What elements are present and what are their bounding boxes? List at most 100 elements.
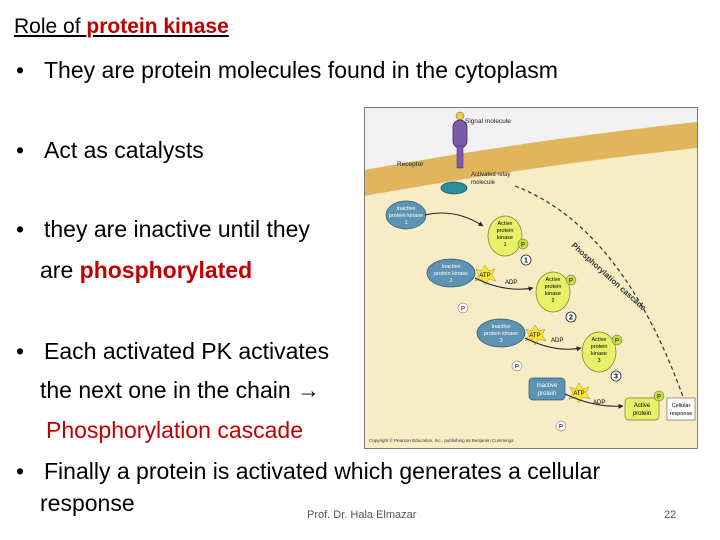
- step-3-marker: [610, 370, 622, 382]
- active-pk3-label-2: protein: [591, 344, 608, 350]
- receptor-label: Receptor: [397, 161, 424, 168]
- phosphate-shape: [517, 238, 529, 250]
- pi-label: P: [461, 307, 465, 313]
- active-protein-label-2: protein: [633, 411, 651, 417]
- bullet-text-2: Act as catalysts: [44, 137, 204, 163]
- active-protein-label-1: Active: [634, 403, 651, 409]
- step-1-label: 1: [524, 258, 528, 265]
- arrow-pk3: [524, 337, 582, 352]
- active-pk3-label-4: 3: [597, 358, 600, 364]
- adp-label-2: ADP: [551, 338, 563, 344]
- bullet-3-highlight: phosphorylated: [79, 257, 253, 283]
- arrow-pk2: [474, 277, 534, 292]
- active-pk2-shape: [535, 271, 571, 313]
- active-protein-shape: [624, 397, 660, 421]
- bullet-marker: •: [16, 216, 25, 242]
- phosphate-label: P: [657, 395, 661, 401]
- signal-molecule-label: Signal molecule: [465, 118, 511, 125]
- adp-label-3: ADP: [593, 400, 605, 406]
- cell-membrane: [365, 122, 697, 196]
- atp-burst-3: [568, 382, 591, 404]
- bullet-text-4-line3: Phosphorylation cascade: [46, 417, 303, 443]
- relay-label-2: molecule: [471, 180, 496, 186]
- phosphate-label: P: [615, 339, 619, 345]
- footer-author: Prof. Dr. Hala Elmazar: [307, 509, 417, 521]
- arrow-pk1: [424, 212, 484, 227]
- active-pk1-shape: [487, 215, 523, 257]
- step-2-label: 2: [569, 315, 573, 322]
- inactive-pk1-label-3: 1: [404, 220, 407, 226]
- bullet-marker: •: [16, 57, 25, 83]
- cascade-arrow: [514, 185, 689, 409]
- bullet-3-prefix: are: [40, 257, 80, 283]
- atp-label-3: ATP: [573, 391, 584, 397]
- signal-molecule-shape: [455, 111, 465, 121]
- phosphorylation-cascade-diagram: Phosphorylation cascade Signal molecule …: [364, 107, 698, 449]
- inactive-protein-shape: [528, 377, 566, 401]
- step-1-marker: [520, 254, 532, 266]
- page-number: 22: [664, 509, 677, 521]
- inactive-pk1-label-1: Inactive: [397, 206, 416, 212]
- bullet-text-3-line1: they are inactive until they: [44, 216, 310, 242]
- active-pk2-label-2: protein: [545, 284, 562, 290]
- step-3-label: 3: [614, 374, 618, 381]
- inactive-pk2-label-1: Inactive: [442, 264, 461, 270]
- pi-shape: [457, 302, 469, 314]
- arrow-protein: [564, 393, 624, 409]
- step-2-marker: [565, 311, 577, 323]
- bullet-marker: •: [16, 137, 25, 163]
- extracellular-space: [365, 108, 697, 170]
- atp-label-1: ATP: [479, 273, 490, 279]
- inactive-pk1-label-2: protein kinase: [389, 213, 423, 219]
- active-pk2-label-3: kinase: [545, 291, 561, 297]
- bullet-text-3-line2: are phosphorylated: [40, 256, 252, 284]
- title-highlight: protein kinase: [86, 15, 229, 38]
- phosphate-label: P: [521, 243, 525, 249]
- active-pk2-label-1: Active: [546, 277, 561, 283]
- slide-title: Role of protein kinase: [14, 13, 229, 41]
- pi-shape: [555, 420, 567, 432]
- bullet-text-4-line2: the next one in the chain →: [40, 377, 321, 403]
- inactive-pk3-label-3: 3: [499, 338, 502, 344]
- bullet-marker: •: [16, 338, 25, 364]
- active-pk3-label-3: kinase: [591, 351, 607, 357]
- pi-shape: [511, 360, 523, 372]
- inactive-pk2-label-2: protein kinase: [434, 271, 468, 277]
- bullet-text-4-line1: Each activated PK activates: [44, 338, 330, 364]
- receptor-shape: [452, 119, 468, 149]
- atp-burst-1: [474, 264, 497, 286]
- relay-label-1: Activated relay: [471, 172, 510, 178]
- atp-burst-2: [524, 324, 547, 346]
- active-pk1-label-4: 1: [503, 242, 506, 248]
- active-pk1-label-2: protein: [497, 228, 514, 234]
- adp-label-1: ADP: [505, 280, 517, 286]
- active-pk1-label-3: kinase: [497, 235, 513, 241]
- inactive-pk2-shape: [426, 258, 476, 288]
- bullet-text-5-line2: response: [40, 490, 135, 516]
- receptor-stem: [456, 145, 464, 169]
- inactive-pk2-label-3: 2: [449, 278, 452, 284]
- cellular-response-label-1: Cellular: [672, 403, 691, 409]
- phosphate-shape: [611, 334, 623, 346]
- inactive-protein-label-2: protein: [538, 391, 556, 397]
- inactive-pk3-shape: [476, 318, 526, 348]
- copyright-text: Copyright © Pearson Education, Inc., pub…: [369, 437, 515, 443]
- cellular-response-box: [666, 397, 696, 421]
- inactive-pk3-label-2: protein kinase: [484, 331, 518, 337]
- inactive-protein-label-1: Inactive: [537, 383, 558, 389]
- active-pk2-label-4: 2: [551, 298, 554, 304]
- pi-label: P: [559, 425, 563, 431]
- active-pk3-shape: [581, 331, 617, 373]
- inactive-pk3-label-1: Inactive: [492, 324, 511, 330]
- cellular-response-label-2: response: [670, 411, 693, 417]
- title-prefix: Role of: [14, 15, 87, 38]
- active-pk3-label-1: Active: [592, 337, 607, 343]
- bullet-text-1: They are protein molecules found in the …: [44, 57, 558, 83]
- pi-label: P: [515, 365, 519, 371]
- phosphate-shape: [565, 274, 577, 286]
- phosphate-shape: [653, 390, 665, 402]
- atp-label-2: ATP: [529, 333, 540, 339]
- active-pk1-label-1: Active: [498, 221, 513, 227]
- bullet-text-5-line1: Finally a protein is activated which gen…: [44, 458, 601, 484]
- bullet-marker: •: [16, 458, 25, 484]
